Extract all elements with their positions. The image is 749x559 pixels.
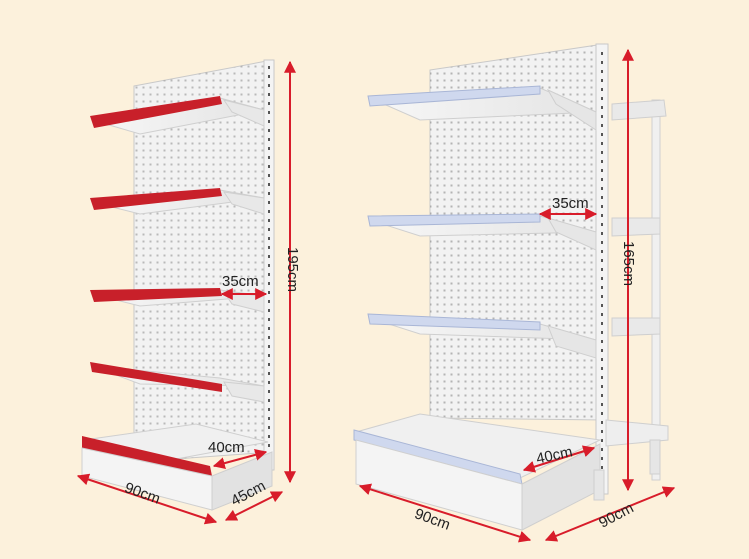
left-height-label: 195cm: [284, 246, 302, 293]
right-base-depth-line: [522, 445, 596, 473]
right-shelf-unit: [353, 43, 669, 531]
left-shelf-unit: [81, 59, 275, 511]
right-width-line: [358, 483, 532, 543]
left-side-depth-line: [224, 491, 284, 521]
left-base-depth-label: 40cm: [208, 439, 245, 456]
dimension-lines: [76, 48, 676, 543]
left-base-depth-line: [212, 449, 268, 469]
left-shelf-depth-label: 35cm: [222, 273, 259, 290]
right-height-label: 165cm: [620, 240, 638, 287]
right-shelf-depth-label: 35cm: [552, 195, 589, 212]
right-side-depth-line: [544, 486, 676, 542]
left-width-line: [76, 473, 218, 525]
